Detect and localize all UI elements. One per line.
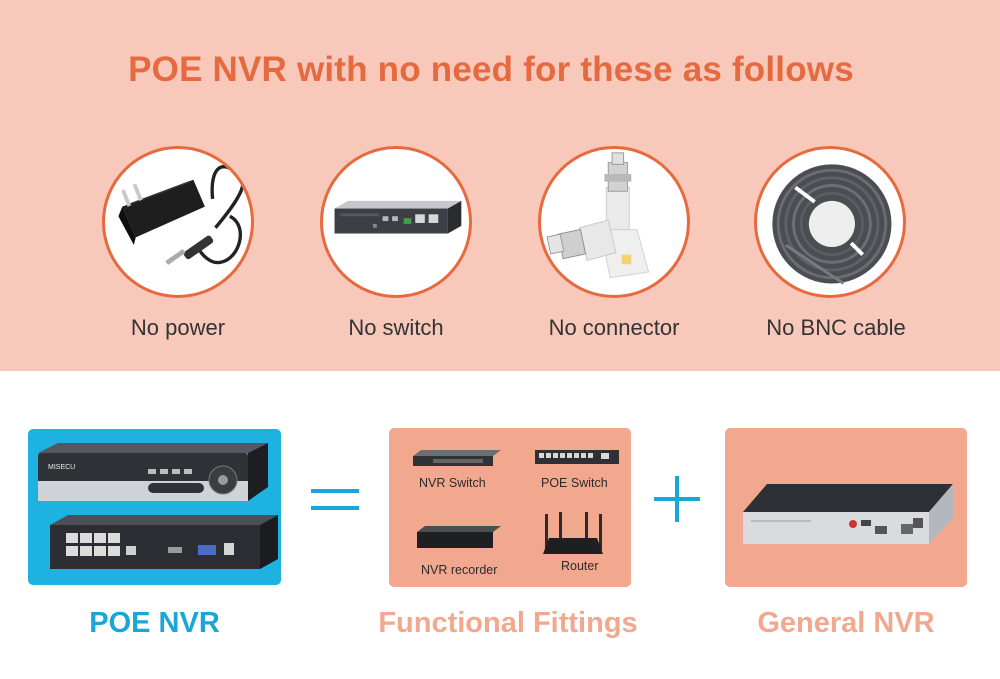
label-nvr-switch: NVR Switch (419, 476, 486, 490)
general-nvr-panel (725, 428, 967, 587)
caption-general-nvr: General NVR (757, 607, 935, 639)
router-device-icon (543, 512, 603, 554)
plus-icon (654, 476, 700, 527)
poe-switch-device-icon (535, 450, 619, 464)
label-no-power: No power (130, 315, 226, 340)
label-no-bnc-cable: No BNC cable (766, 315, 906, 340)
power-adapter-icon (102, 146, 254, 298)
cable-coil-icon (754, 146, 906, 298)
equals-icon (311, 487, 359, 518)
caption-poe-nvr: POE NVR (89, 607, 220, 639)
label-poe-switch: POE Switch (541, 476, 608, 490)
brand-logo: MISECU (48, 464, 75, 471)
label-nvr-recorder: NVR recorder (421, 563, 498, 577)
page-title: POE NVR with no need for these as follow… (128, 50, 854, 89)
caption-functional-fittings: Functional Fittings (378, 607, 638, 639)
functional-fittings-panel: NVR Switch POE Switch NVR recorder Route… (389, 428, 631, 587)
switch-device-icon (320, 146, 472, 298)
nvr-recorder-device-icon (417, 526, 501, 548)
bnc-connector-icon (538, 146, 690, 298)
label-no-switch: No switch (348, 315, 444, 340)
label-no-connector: No connector (548, 315, 680, 340)
nvr-switch-device-icon (413, 450, 501, 466)
label-router: Router (561, 559, 599, 573)
poe-nvr-panel: MISECU (28, 429, 281, 585)
